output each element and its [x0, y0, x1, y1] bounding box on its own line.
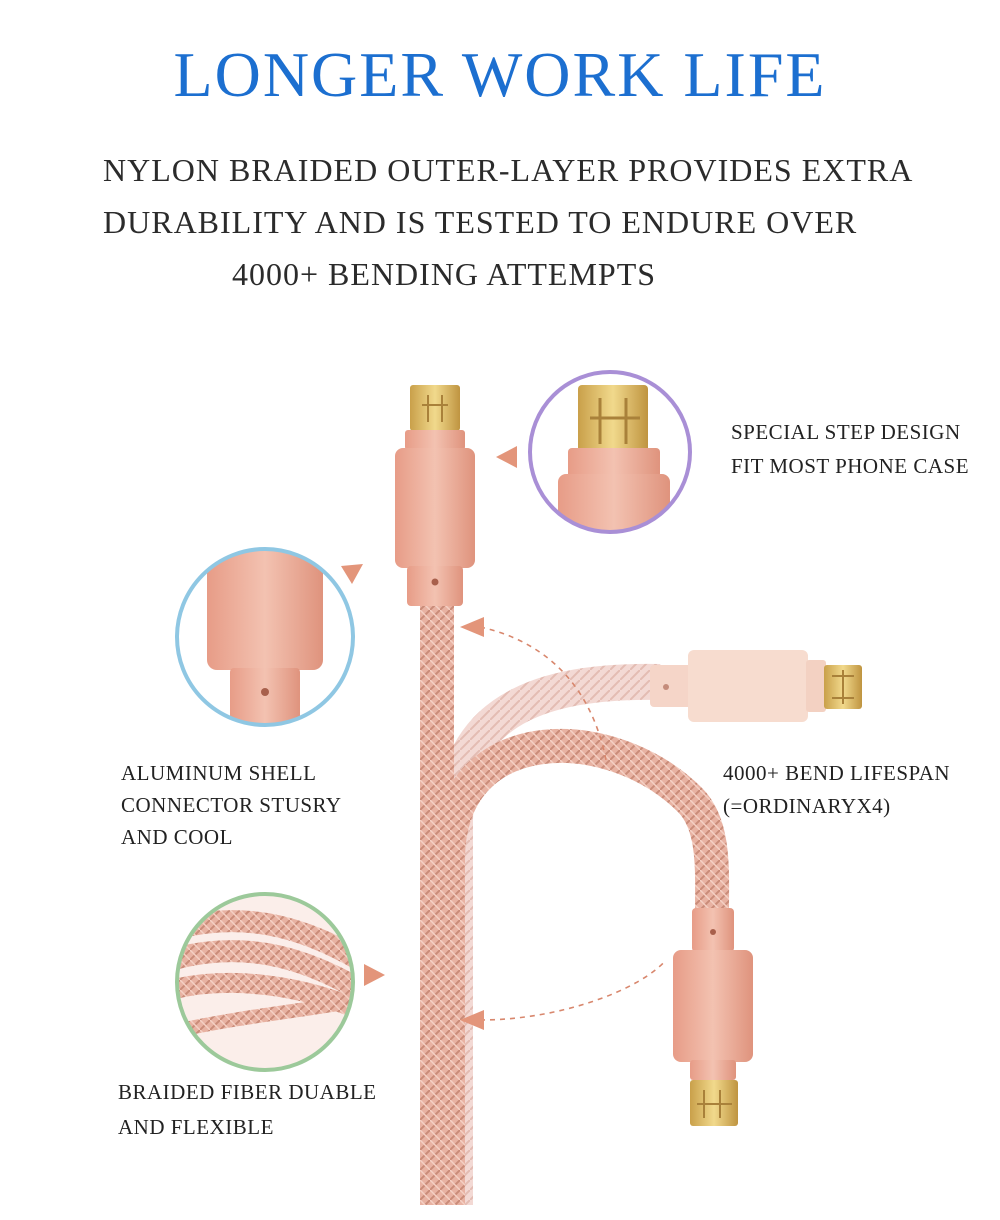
step-design-line-2: FIT MOST PHONE CASE [731, 454, 970, 478]
headline: LONGER WORK LIFE [173, 39, 827, 110]
aluminum-line-2: CONNECTOR STUSRY [121, 793, 342, 817]
aluminum-line-3: AND COOL [121, 825, 233, 849]
subtitle-line-3: 4000+ BENDING ATTEMPTS [232, 256, 657, 292]
arrow-braided [364, 964, 385, 986]
arrow-bend-lower [460, 1010, 484, 1030]
zoom-circle-step-design [528, 370, 692, 534]
arrow-aluminum [341, 564, 363, 584]
bend-line-2: (=ORDINARYX4) [723, 794, 891, 818]
bottom-connector [673, 908, 753, 1126]
top-connector [395, 385, 475, 606]
zoom-circle-braided [175, 892, 355, 1072]
side-connector [650, 650, 862, 722]
bend-arc-lower [479, 959, 667, 1021]
subtitle-line-1: NYLON BRAIDED OUTER-LAYER PROVIDES EXTRA [103, 152, 914, 188]
arrow-step-design [496, 446, 517, 468]
subtitle-line-2: DURABILITY AND IS TESTED TO ENDURE OVER [103, 204, 858, 240]
bend-arc-upper [479, 626, 607, 761]
zoom-circle-aluminum [175, 547, 355, 727]
main-cable [420, 600, 454, 1205]
curved-cable-front [431, 728, 730, 1205]
aluminum-line-1: ALUMINUM SHELL [121, 761, 317, 785]
arrow-bend-upper [460, 617, 484, 637]
braided-line-1: BRAIDED FIBER DUABLE [118, 1080, 377, 1104]
step-design-line-1: SPECIAL STEP DESIGN [731, 420, 961, 444]
braided-line-2: AND FLEXIBLE [118, 1115, 274, 1139]
bend-line-1: 4000+ BEND LIFESPAN [723, 761, 951, 785]
